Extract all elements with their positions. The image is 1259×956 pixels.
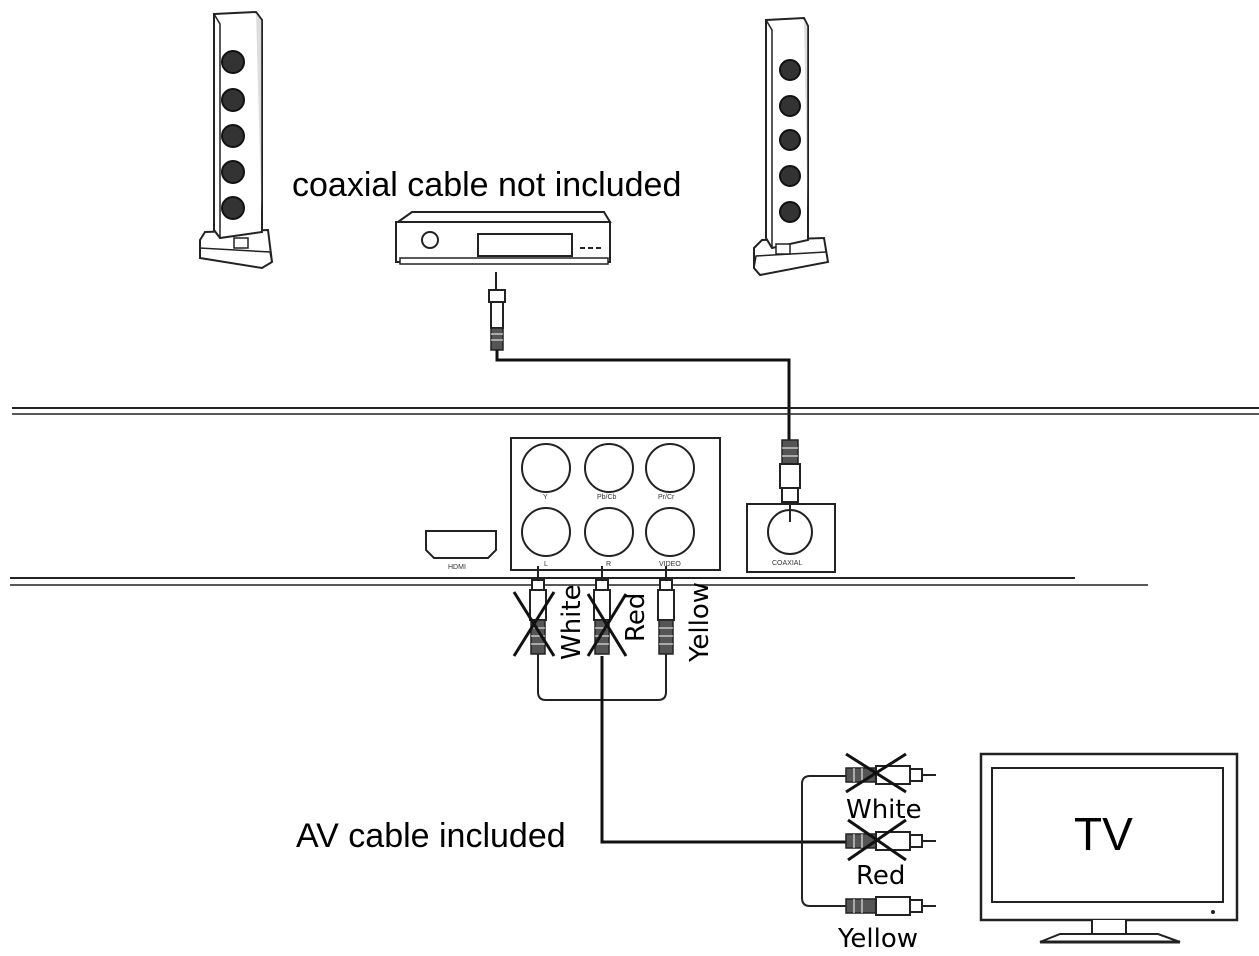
left-speaker bbox=[199, 10, 274, 270]
tv-plug-label-yellow: Yellow bbox=[837, 924, 918, 954]
player-plug-red bbox=[586, 566, 628, 657]
cross-out-white-icon bbox=[512, 591, 556, 657]
player-plug-yellow bbox=[657, 566, 675, 655]
tv-plug-yellow bbox=[845, 896, 936, 916]
jack-label-pr: Pr/Cr bbox=[658, 494, 675, 501]
jack-y bbox=[521, 443, 571, 493]
av-cable-caption: AV cable included bbox=[296, 817, 566, 855]
jack-l bbox=[521, 507, 571, 557]
jack-pr bbox=[645, 443, 695, 493]
jack-label-r: R bbox=[606, 561, 611, 568]
hdmi-port: HDMI bbox=[425, 530, 497, 571]
television: TV bbox=[979, 752, 1239, 944]
display-window bbox=[477, 233, 573, 257]
jack-video bbox=[645, 507, 695, 557]
speaker-drivers bbox=[221, 50, 245, 220]
player-plug-label-red: Red bbox=[621, 593, 651, 642]
cross-out-red-icon bbox=[586, 593, 628, 657]
player-plug-label-yellow: Yellow bbox=[685, 582, 715, 663]
hdmi-label: HDMI bbox=[448, 564, 466, 571]
player-plug-white bbox=[512, 566, 556, 657]
player-plug-label-white: White bbox=[557, 584, 587, 660]
tv-plug-white bbox=[845, 752, 936, 794]
coaxial-label: COAXIAL bbox=[772, 560, 802, 567]
jack-label-video: VIDEO bbox=[659, 561, 681, 568]
jack-r bbox=[584, 507, 634, 557]
player-rear-panel bbox=[10, 407, 1259, 586]
coaxial-cable-line bbox=[495, 350, 791, 440]
tv-plug-label-white: White bbox=[846, 795, 922, 825]
av-cable-line bbox=[600, 656, 846, 844]
tv-side-cable-loop bbox=[801, 775, 846, 907]
jack-label-y: Y bbox=[543, 494, 548, 501]
tv-label: TV bbox=[1074, 808, 1133, 860]
power-knob-icon bbox=[421, 231, 439, 249]
tv-plug-label-red: Red bbox=[856, 861, 905, 891]
coaxial-plug-bottom bbox=[779, 439, 801, 522]
av-jack-panel: Y Pb/Cb Pr/Cr L R VIDEO bbox=[510, 437, 721, 571]
right-speaker bbox=[753, 16, 830, 277]
cross-out-tv-white-icon bbox=[845, 752, 907, 794]
tv-plug-red bbox=[845, 818, 936, 862]
speaker-drivers bbox=[779, 59, 801, 223]
amplifier-receiver bbox=[394, 211, 612, 265]
jack-label-l: L bbox=[544, 561, 548, 568]
tv-screen bbox=[991, 767, 1224, 903]
cross-out-tv-red-icon bbox=[847, 818, 907, 862]
jack-label-pb: Pb/Cb bbox=[597, 494, 617, 501]
coaxial-cable-caption: coaxial cable not included bbox=[292, 166, 681, 204]
coaxial-plug-top bbox=[488, 272, 506, 351]
jack-pb bbox=[584, 443, 634, 493]
